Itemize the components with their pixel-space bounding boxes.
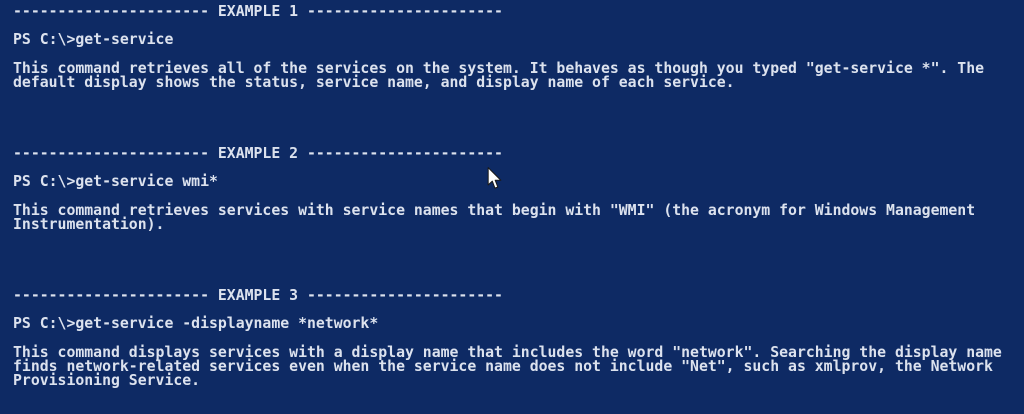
console-line: Provisioning Service. bbox=[13, 372, 201, 390]
console-line bbox=[13, 90, 1024, 104]
console-line: This command displays services with a di… bbox=[13, 343, 1002, 361]
console-line: finds network-related services even when… bbox=[13, 357, 993, 375]
console-line bbox=[13, 104, 1024, 118]
console-line bbox=[13, 246, 1024, 260]
console-line bbox=[13, 232, 1024, 246]
console-line: ---------------------- EXAMPLE 3 -------… bbox=[13, 286, 503, 304]
console-line: This command retrieves services with ser… bbox=[13, 201, 976, 219]
console-line: default display shows the status, servic… bbox=[13, 73, 735, 91]
console-line bbox=[13, 261, 1024, 275]
console-line: ---------------------- EXAMPLE 2 -------… bbox=[13, 144, 503, 162]
console-line bbox=[13, 119, 1024, 133]
console-line: This command retrieves all of the servic… bbox=[13, 59, 985, 77]
console-line: Instrumentation). bbox=[13, 215, 165, 233]
console-line: ---------------------- EXAMPLE 1 -------… bbox=[13, 3, 503, 20]
console-line: PS C:\>get-service wmi* bbox=[13, 173, 218, 191]
console-line: PS C:\>get-service bbox=[13, 31, 174, 49]
console-line: PS C:\>get-service -displayname *network… bbox=[13, 315, 379, 333]
